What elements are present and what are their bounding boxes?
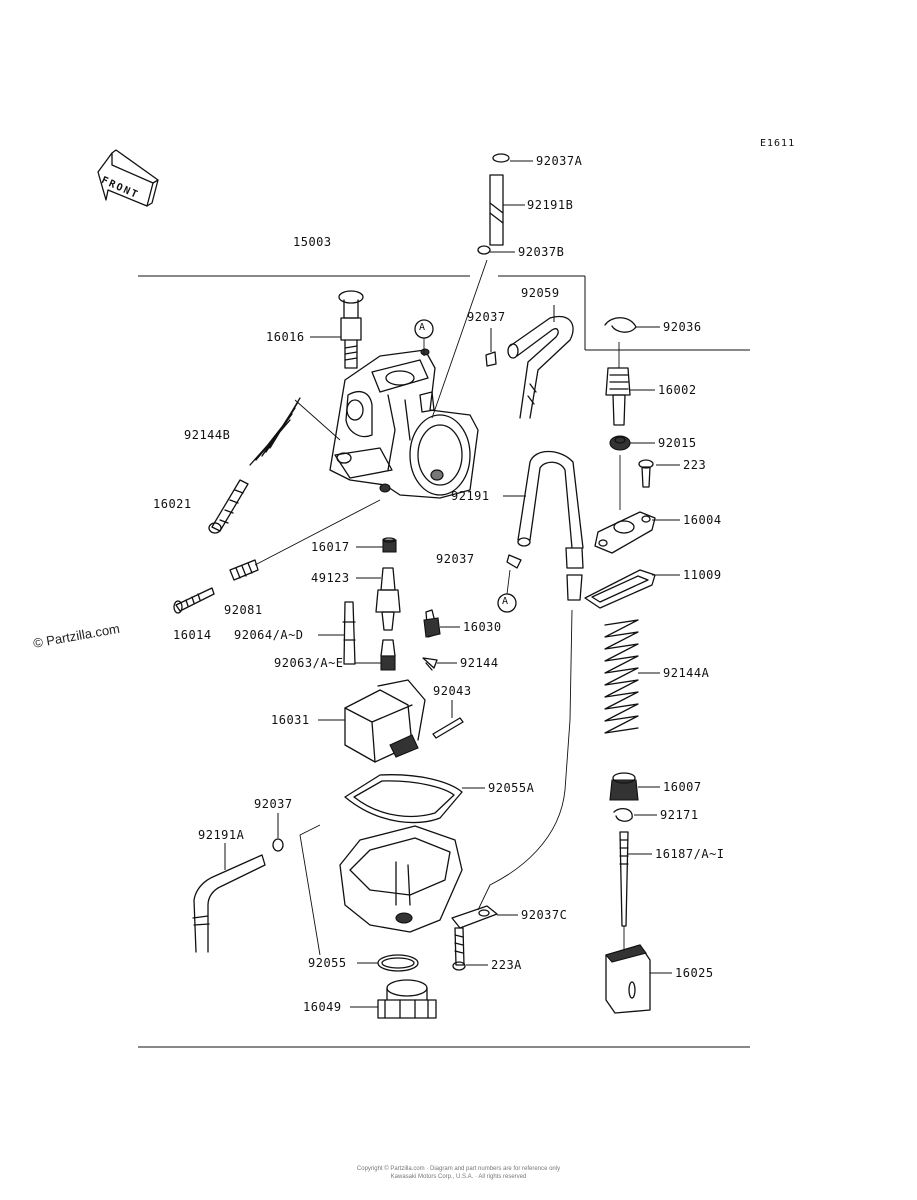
diagram-code: E1611 [760, 138, 796, 149]
pin-92043 [432, 717, 464, 739]
part-label: 92191A [198, 828, 245, 842]
part-label: 16049 [303, 1000, 342, 1014]
hose-92191a [192, 854, 266, 953]
clip-92037-low [272, 838, 284, 852]
part-label: 92059 [521, 286, 560, 300]
float-bowl [339, 825, 463, 933]
part-label: 92191B [527, 198, 574, 212]
part-label: 92036 [663, 320, 702, 334]
part-label: 16016 [266, 330, 305, 344]
clip-92037-mid [506, 554, 522, 569]
part-label: 11009 [683, 568, 722, 582]
leader-lines [224, 160, 680, 1008]
hose-92191 [517, 450, 584, 601]
part-label: 92171 [660, 808, 699, 822]
footer-line: Copyright © Partzilla.com · Diagram and … [356, 1166, 561, 1172]
footer-line: Kawasaki Motors Corp., U.S.A. · All righ… [390, 1174, 527, 1180]
part-label: 16004 [683, 513, 722, 527]
callout-a-mid-text: A [502, 596, 509, 607]
part-label: 16014 [173, 628, 212, 642]
front-arrow-icon [97, 149, 159, 207]
clip-92036 [604, 317, 637, 333]
part-label: 223 [683, 458, 707, 472]
float-16031 [344, 679, 426, 763]
screw-16021 [208, 479, 249, 534]
screw-223a [452, 927, 466, 971]
part-label: 92043 [433, 684, 472, 698]
part-label: 16025 [675, 966, 714, 980]
part-label: 92064/A~D [234, 628, 304, 642]
part-label: 92144 [460, 656, 499, 670]
part-label: 15003 [293, 235, 332, 249]
callout-a-top-text: A [419, 322, 426, 333]
callout-marker-a-mid [497, 569, 517, 613]
jet-parts-group [342, 537, 401, 671]
gasket-11009 [584, 569, 656, 609]
part-label: 16007 [663, 780, 702, 794]
gasket-92055a [344, 774, 463, 824]
part-label: 16017 [311, 540, 350, 554]
drain-plug-16049 [377, 979, 437, 1019]
part-label: 16021 [153, 497, 192, 511]
part-label: 16002 [658, 383, 697, 397]
air-screw-group [173, 499, 381, 614]
part-label: 92015 [658, 436, 697, 450]
part-label: 92191 [451, 489, 490, 503]
part-label: 92055A [488, 781, 535, 795]
float-valve-group [422, 609, 441, 671]
part-label: 16187/A~I [655, 847, 725, 861]
part-label: 92037B [518, 245, 565, 259]
carburetor-body [329, 348, 479, 499]
part-label: 92081 [224, 603, 263, 617]
clip-92037-top [485, 351, 497, 367]
spring-92144b [249, 397, 301, 466]
spring-92144a [604, 619, 639, 734]
retainer-16007 [609, 772, 639, 801]
cap-16004 [594, 511, 656, 554]
part-label: 92037 [467, 310, 506, 324]
screw-223 [638, 459, 654, 488]
throttle-valve-16025 [605, 944, 651, 1014]
part-label: 92055 [308, 956, 347, 970]
part-label: 92037A [536, 154, 583, 168]
hose-92059 [507, 315, 574, 419]
nut-92015 [609, 435, 631, 451]
part-label: 49123 [311, 571, 350, 585]
part-label: 92144B [184, 428, 231, 442]
part-label: 16030 [463, 620, 502, 634]
part-label: 223A [491, 958, 522, 972]
part-label: 92037C [521, 908, 568, 922]
clip-92171 [613, 807, 633, 822]
part-label: 92144A [663, 666, 710, 680]
needle-16187 [619, 831, 629, 950]
part-label: 92037 [436, 552, 475, 566]
part-label: 92037 [254, 797, 293, 811]
part-label: 92063/A~E [274, 656, 344, 670]
part-label: 16031 [271, 713, 310, 727]
adjuster-16002 [605, 342, 631, 426]
bracket-92037c [451, 905, 498, 929]
callout-marker-a-top [414, 319, 434, 356]
idle-screw-part [338, 290, 364, 369]
vent-tube-upper [477, 153, 510, 255]
